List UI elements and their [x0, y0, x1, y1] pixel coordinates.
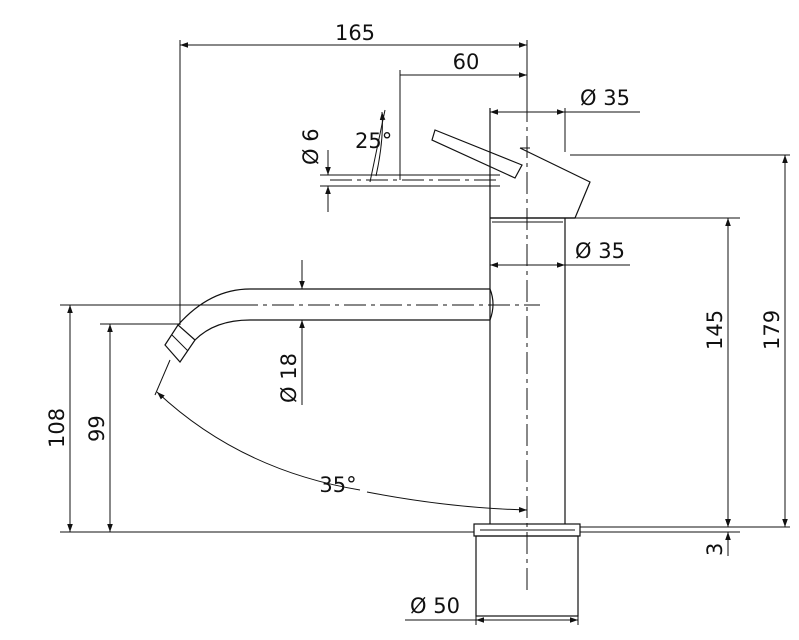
spout-aerator-ring: [171, 334, 189, 352]
dim-lever-diameter-label: Ø 6: [299, 128, 323, 165]
dim-lever-offset: 60: [400, 50, 527, 78]
dim-lever-cap-diameter: Ø 35: [490, 86, 640, 115]
dim-spout-diameter: Ø 18: [277, 260, 305, 405]
center-lines: [200, 100, 540, 590]
dim-lever-diameter: Ø 6: [299, 128, 331, 212]
dim-height-spout-top-label: 108: [45, 408, 69, 448]
dim-lever-angle-label: 25°: [355, 129, 392, 153]
dim-swivel-angle-label: 35°: [319, 473, 356, 497]
dim-body-diameter: Ø 35: [490, 239, 630, 268]
dim-base-diameter: Ø 50: [405, 594, 578, 623]
dim-lever-offset-label: 60: [453, 50, 480, 74]
dim-height-outlet: 99: [85, 324, 113, 532]
spout: [177, 288, 494, 341]
dim-swivel-angle: 35°: [154, 359, 528, 513]
dim-base-thickness-label: 3: [703, 543, 727, 556]
dim-lever-angle: 25°: [355, 109, 392, 183]
dim-base-diameter-label: Ø 50: [410, 594, 460, 618]
dim-overall-height-label: 179: [760, 310, 784, 350]
dim-body-height-label: 145: [703, 310, 727, 350]
dim-spout-diameter-label: Ø 18: [277, 353, 301, 403]
lever-handle: [431, 129, 523, 179]
dim-height-outlet-label: 99: [85, 415, 109, 442]
dim-overall-width-label: 165: [335, 21, 375, 45]
dim-height-spout-top: 108: [45, 305, 73, 532]
dim-lever-cap-diameter-label: Ø 35: [580, 86, 630, 110]
dim-overall-width: 165: [180, 21, 527, 48]
extension-lines: [60, 40, 790, 625]
dim-body-height: 145: [703, 218, 731, 527]
dim-overall-height: 179: [760, 155, 788, 527]
faucet-outline: [164, 108, 591, 617]
dim-body-diameter-label: Ø 35: [575, 239, 625, 263]
dim-base-thickness: 3: [703, 505, 731, 556]
lever-cap: [490, 147, 591, 219]
